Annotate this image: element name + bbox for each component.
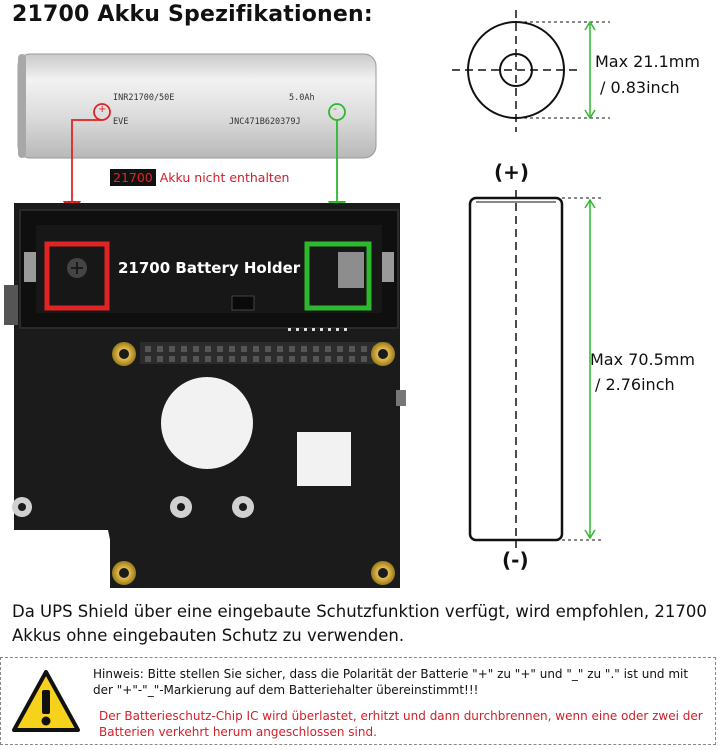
warning-box: Hinweis: Bitte stellen Sie sicher, dass … xyxy=(0,657,716,745)
diameter-line2: / 0.83inch xyxy=(600,78,680,97)
warning-polarity-text: Hinweis: Bitte stellen Sie sicher, dass … xyxy=(93,667,689,697)
length-line2: / 2.76inch xyxy=(595,375,675,394)
battery-length-diagram xyxy=(468,190,604,548)
polarity-minus: (-) xyxy=(502,548,529,572)
length-line1: Max 70.5mm xyxy=(590,350,695,369)
plus-arrow xyxy=(63,119,102,219)
not-included-label: 21700 Akku nicht enthalten xyxy=(110,169,290,186)
diameter-line1: Max 21.1mm xyxy=(595,52,700,71)
warning-icon xyxy=(12,670,80,732)
not-included-text: Akku nicht enthalten xyxy=(155,170,290,185)
positive-terminal-highlight xyxy=(44,241,110,311)
battery-cell-image xyxy=(17,53,377,159)
battery-diameter-diagram xyxy=(452,10,610,132)
battery-plus-mark: + xyxy=(98,104,107,115)
battery-capacity-text: 5.0Ah xyxy=(289,93,315,103)
battery-serial-text: JNC471B620379J xyxy=(229,117,301,127)
battery-model-text: INR21700/50E xyxy=(113,93,175,103)
holder-label: 21700 Battery Holder xyxy=(118,259,301,277)
protection-note: Da UPS Shield über eine eingebaute Schut… xyxy=(12,602,707,645)
not-included-badge: 21700 xyxy=(110,169,156,186)
ups-shield-board xyxy=(4,203,406,588)
polarity-plus: (+) xyxy=(494,160,530,184)
battery-minus-mark: - xyxy=(333,102,337,115)
warning-reverse-text: Der Batterieschutz-Chip IC wird überlast… xyxy=(99,709,703,739)
page-title: 21700 Akku Spezifikationen: xyxy=(12,2,373,27)
negative-terminal-highlight xyxy=(304,241,372,311)
product-illustration xyxy=(4,10,610,588)
battery-brand-text: EVE xyxy=(113,117,129,127)
